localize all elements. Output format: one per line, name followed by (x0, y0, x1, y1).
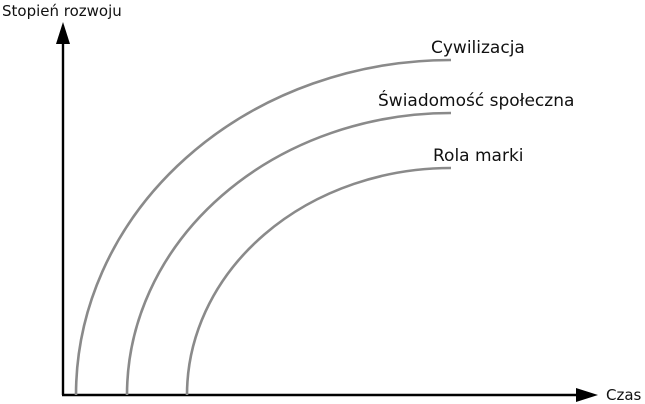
x-axis-title: Czas (606, 386, 642, 404)
curve-label-swiadomosc-spoleczna: Świadomość społeczna (378, 89, 574, 111)
y-axis-title: Stopień rozwoju (2, 2, 122, 20)
x-axis-arrowhead (576, 388, 598, 402)
curve-swiadomosc-spoleczna (125, 111, 452, 396)
curve-label-cywilizacja: Cywilizacja (431, 38, 525, 58)
curve-label-rola-marki: Rola marki (433, 146, 524, 166)
curve-rola-marki (185, 166, 452, 396)
y-axis-arrowhead (56, 22, 70, 44)
curve-cywilizacja (74, 58, 452, 396)
